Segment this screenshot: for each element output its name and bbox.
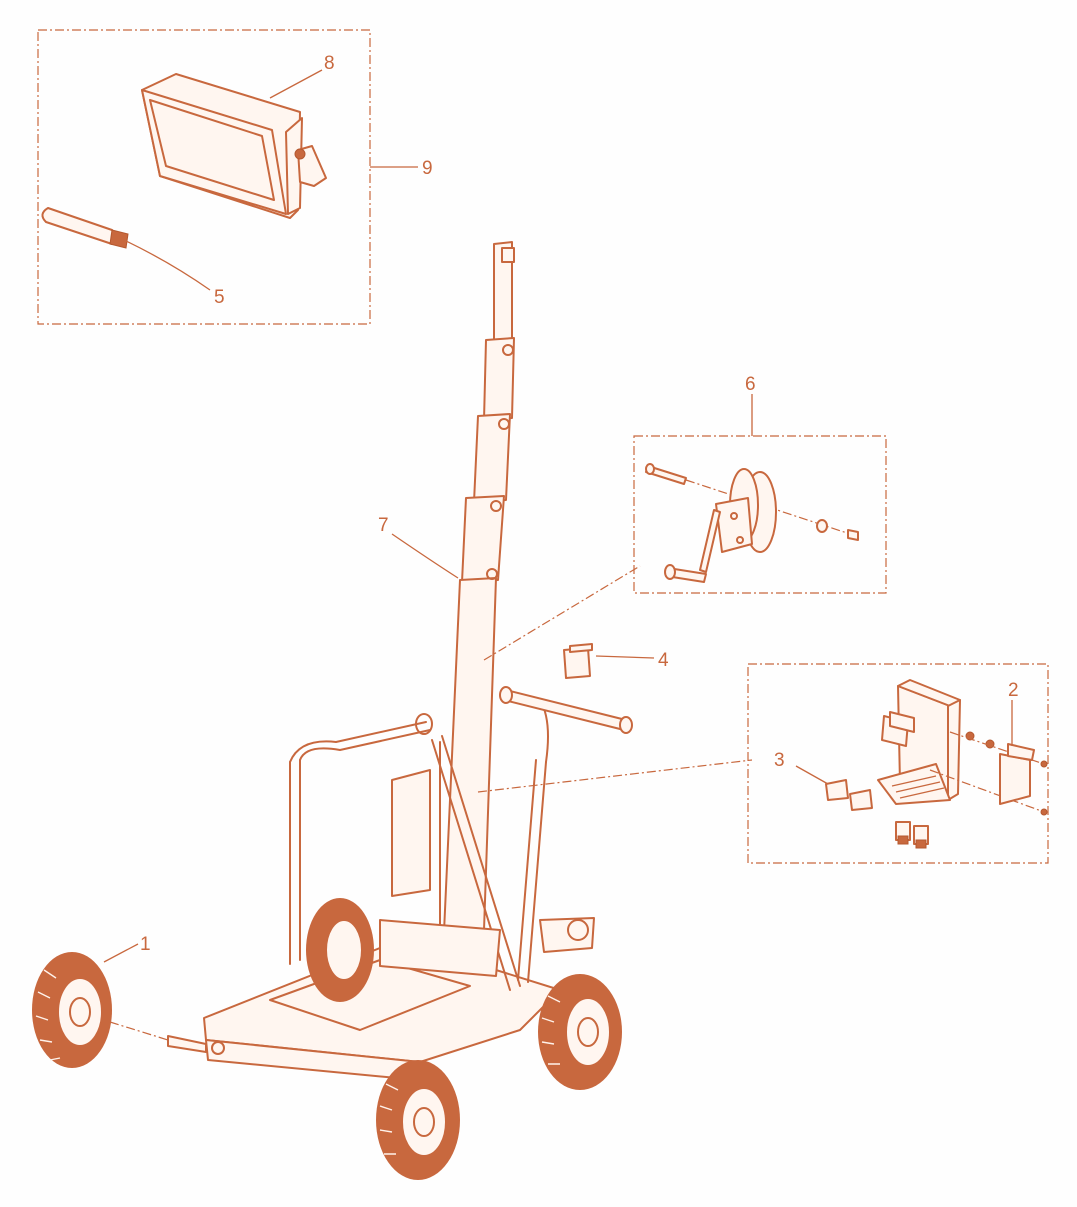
kit-9-frame (37, 29, 371, 325)
trolley-frame (109, 686, 633, 1081)
callout-3: 3 (774, 750, 785, 771)
callout-5: 5 (214, 287, 225, 308)
kit-2-3-frame (747, 663, 1049, 864)
kit-6-frame (633, 435, 887, 594)
ballast-assembly (877, 679, 1048, 816)
callout-8: 8 (324, 53, 335, 74)
wheel-front-left (376, 1060, 460, 1180)
callout-7: 7 (378, 515, 389, 536)
leader-8 (269, 69, 323, 99)
lamp-tube-part-5 (41, 207, 129, 249)
telescopic-mast-part-7 (443, 241, 753, 933)
leader-3 (795, 765, 829, 785)
connector-blocks-part-3 (825, 779, 873, 811)
wheel-part-1-rear-left (32, 952, 112, 1068)
leader-5 (123, 239, 211, 291)
leader-4 (595, 655, 655, 659)
floodlight-part-8 (141, 73, 327, 219)
winch-part-6 (645, 463, 859, 583)
wheel-rear-right (306, 898, 374, 1002)
callout-4: 4 (658, 650, 669, 671)
callout-6: 6 (745, 374, 756, 395)
wheel-front-right (538, 974, 622, 1090)
callout-9: 9 (422, 158, 433, 179)
leader-7 (391, 533, 459, 579)
callout-1: 1 (140, 934, 151, 955)
cable-glands (895, 821, 929, 849)
callout-2: 2 (1008, 680, 1019, 701)
leader-1 (103, 943, 139, 963)
clip-part-4 (563, 643, 593, 679)
